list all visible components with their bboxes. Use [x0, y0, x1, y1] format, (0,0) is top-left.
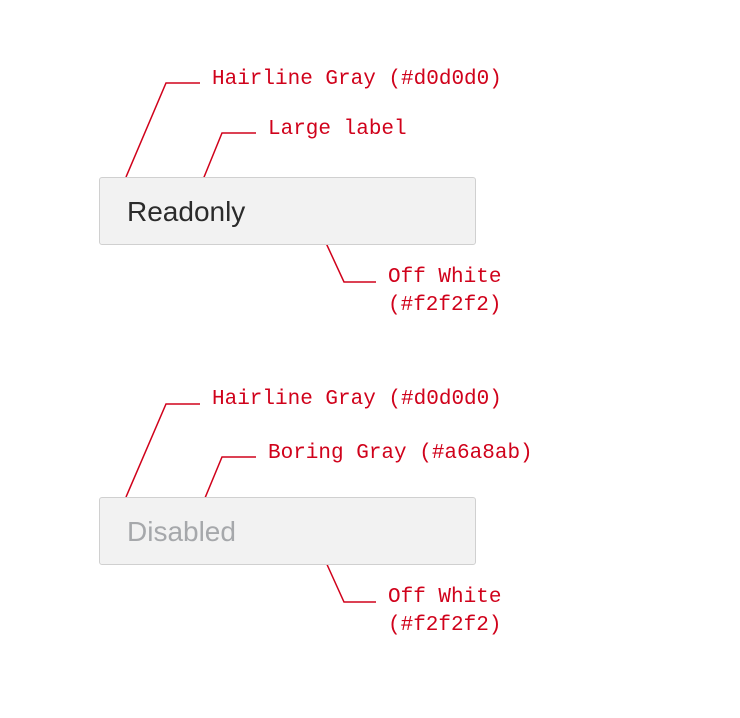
readonly-background-annotation-line1: Off White: [388, 266, 502, 289]
leader-disabled-background: [319, 548, 376, 603]
readonly-background-annotation: Off White (#f2f2f2): [388, 264, 501, 320]
readonly-field: Readonly: [99, 177, 476, 245]
leader-disabled-border: [125, 403, 200, 498]
readonly-text-annotation: Large label: [268, 118, 407, 141]
readonly-border-annotation: Hairline Gray (#d0d0d0): [212, 68, 502, 91]
disabled-field: Disabled: [99, 497, 476, 565]
disabled-background-annotation: Off White (#f2f2f2): [388, 584, 501, 640]
disabled-background-annotation-line1: Off White: [388, 586, 502, 609]
leader-readonly-background: [319, 229, 376, 283]
disabled-background-annotation-line2: (#f2f2f2): [388, 614, 502, 637]
readonly-background-annotation-line2: (#f2f2f2): [388, 294, 502, 317]
disabled-border-annotation: Hairline Gray (#d0d0d0): [212, 388, 502, 411]
disabled-text-annotation: Boring Gray (#a6a8ab): [268, 442, 533, 465]
leader-disabled-text: [199, 456, 256, 511]
leader-readonly-border: [125, 82, 200, 178]
leader-readonly-text: [199, 132, 256, 188]
